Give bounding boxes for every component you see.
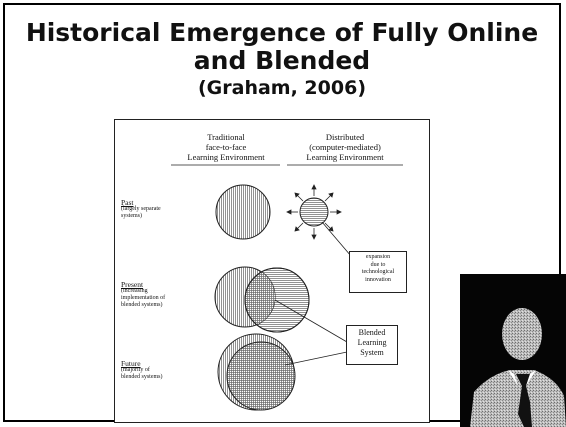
slide: Historical Emergence of Fully Online and… (3, 3, 561, 423)
row-label-past: Past (largely separate systems) (121, 199, 183, 220)
column-header-line: Traditional (207, 132, 245, 142)
row-label-present: Present (increasing implementation of bl… (121, 281, 191, 309)
expansion-arrows-icon (286, 184, 342, 240)
row-note: implementation of (121, 295, 166, 301)
callout-line: Learning (357, 338, 387, 347)
callout-line: Blended (358, 328, 386, 337)
row-note: systems) (121, 213, 142, 219)
callout-line: innovation (365, 276, 391, 283)
slide-subtitle: (Graham, 2006) (197, 77, 366, 99)
row-note: (largely separate (121, 206, 161, 212)
expansion-callout: expansion due to technological innovatio… (349, 251, 407, 293)
callout-line: expansion (365, 254, 391, 260)
presenter-video-thumbnail (460, 274, 566, 427)
blended-learning-callout: Blended Learning System (346, 325, 398, 365)
present-distributed-outline (244, 267, 310, 333)
column-header-distributed: Distributed (computer-mediated) Learning… (287, 132, 403, 162)
row-note: blended systems) (121, 302, 163, 308)
row-title: Present (121, 280, 144, 289)
past-distributed-circle (299, 197, 329, 227)
blended-learning-diagram: Traditional face-to-face Learning Enviro… (114, 119, 430, 423)
callout-line: technological (361, 269, 395, 275)
diagram-graphics (171, 164, 403, 411)
slide-title-line2: and Blended (193, 46, 371, 75)
blended-pointer-line (284, 351, 348, 366)
column-header-line: Learning Environment (187, 152, 265, 162)
expansion-pointer-line (321, 221, 352, 257)
column-header-line: Learning Environment (306, 152, 384, 162)
row-note: (increasing (121, 288, 148, 294)
presenter-icon (460, 274, 566, 427)
future-blended-circle (226, 341, 296, 411)
column-header-line: (computer-mediated) (309, 142, 381, 152)
slide-title: Historical Emergence of Fully Online and… (5, 19, 559, 75)
column-header-line: Distributed (325, 132, 365, 142)
callout-line: due to (370, 261, 386, 268)
row-note: blended systems) (121, 374, 163, 380)
row-title: Future (121, 359, 141, 368)
blended-pointer-line (274, 299, 348, 343)
slide-title-line1: Historical Emergence of Fully Online (25, 18, 539, 47)
column-header-traditional: Traditional face-to-face Learning Enviro… (171, 132, 281, 162)
column-header-line: face-to-face (205, 142, 247, 152)
row-title: Past (121, 198, 134, 207)
row-note: (majority of (121, 367, 150, 373)
callout-line: System (360, 348, 384, 357)
past-face-to-face-circle (215, 184, 271, 240)
row-label-future: Future (majority of blended systems) (121, 360, 183, 381)
